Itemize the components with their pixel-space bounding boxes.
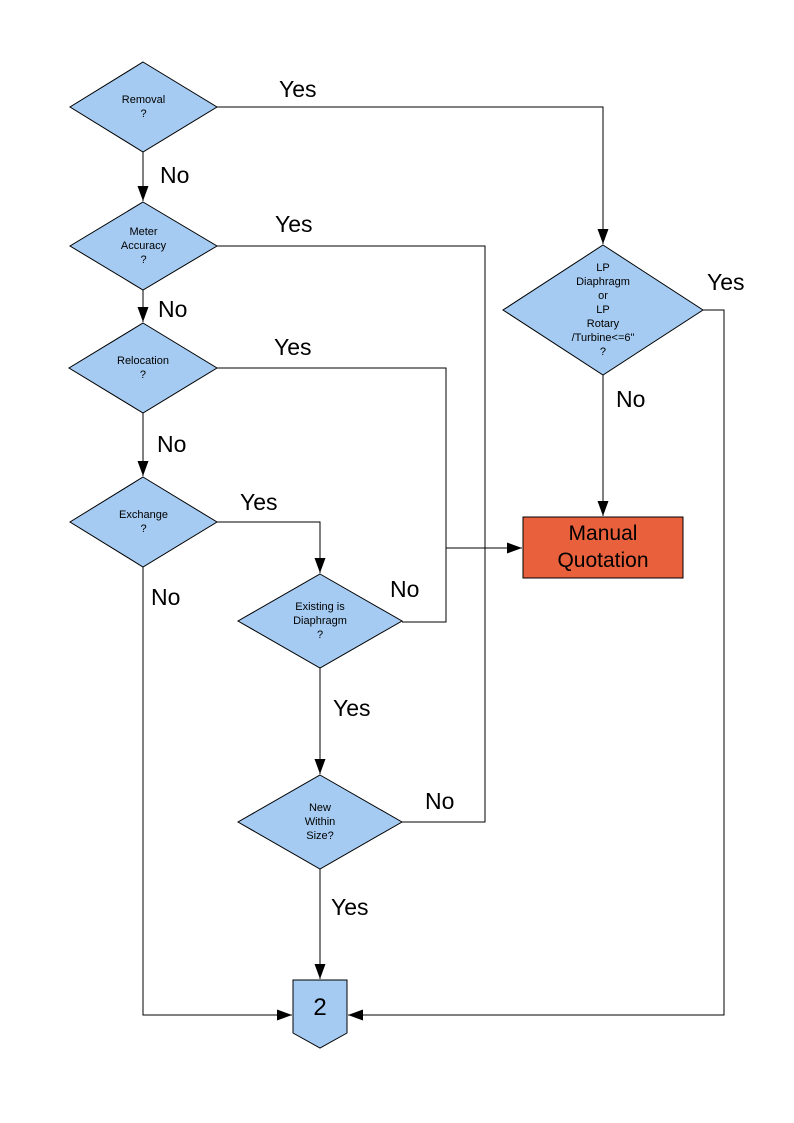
edge-meter-yes-and-newsize-no-merge [217,245,486,823]
edge-removal-yes [217,106,609,244]
edge-exchange-yes [217,521,326,573]
offpage-connector-shape [292,979,348,1049]
manual-quotation-box-shape [522,516,684,579]
edge-relocation-yes-and-existing-no-merge [217,367,447,623]
meter-accuracy-decision-shape [69,201,218,291]
removal-decision-shape [69,61,218,153]
new-within-size-decision-shape [236,774,404,870]
shapes [68,61,704,1049]
existing-diaphragm-decision-shape [236,573,404,669]
edge-lp-yes [348,309,725,1021]
edges [137,106,725,1021]
relocation-decision-shape [68,322,218,414]
edge-exchange-no [142,567,292,1021]
exchange-decision-shape [69,476,218,568]
lp-meter-decision-shape [502,244,704,376]
